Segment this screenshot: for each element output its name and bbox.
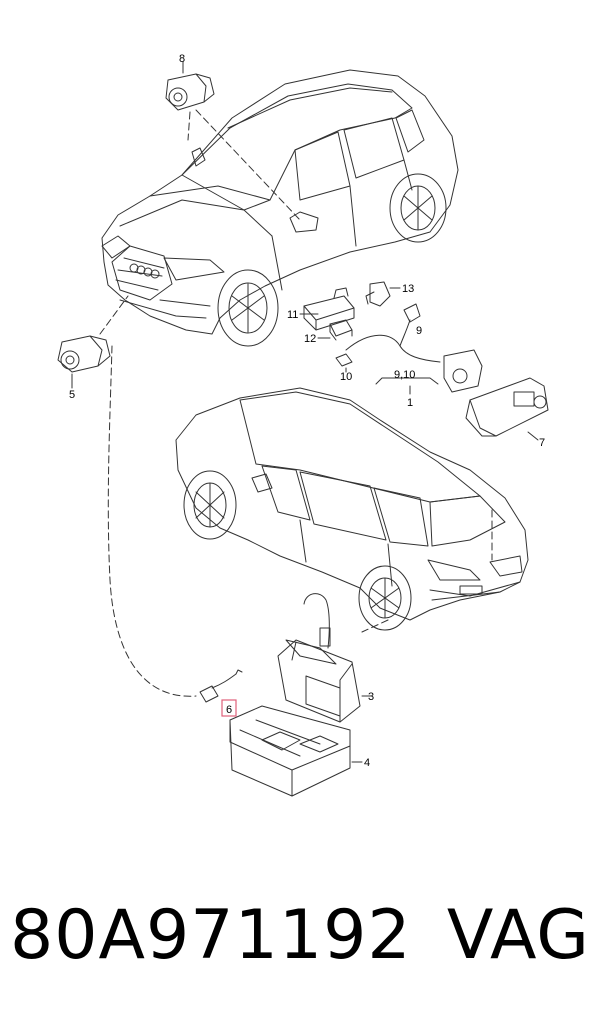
connector-6 xyxy=(199,669,243,703)
callout-11: 11 xyxy=(287,309,298,321)
brand-label: VAG xyxy=(446,895,590,975)
callout-5: 5 xyxy=(69,389,75,401)
part-number: 80A971192 xyxy=(10,895,412,975)
cable-harness xyxy=(335,303,441,395)
highlight-box xyxy=(221,699,237,717)
callout-9-10: 9,10 xyxy=(394,369,415,381)
dashed-leaders xyxy=(99,109,493,697)
callout-10: 10 xyxy=(340,371,352,383)
callout-labels: 8 5 11 12 13 9 10 9,10 1 7 3 6 4 xyxy=(69,53,545,769)
front-camera-part xyxy=(165,61,215,111)
rear-camera-part xyxy=(443,349,549,441)
parts-diagram: 8 5 11 12 13 9 10 9,10 1 7 3 6 4 xyxy=(57,53,549,797)
bracket-parts xyxy=(299,281,401,341)
bracket-box-4 xyxy=(229,705,363,797)
callout-7: 7 xyxy=(539,437,545,449)
callout-8: 8 xyxy=(179,53,185,65)
callout-13: 13 xyxy=(402,283,414,295)
callout-9: 9 xyxy=(416,325,422,337)
callout-6: 6 xyxy=(226,704,232,716)
car-rear-view xyxy=(175,387,529,631)
car-front-view xyxy=(101,69,459,347)
callout-4: 4 xyxy=(364,757,370,769)
part-number-caption: 80A971192 VAG xyxy=(10,880,590,990)
callout-3: 3 xyxy=(368,691,374,703)
side-camera-part xyxy=(57,335,111,389)
control-module-3 xyxy=(277,593,371,723)
callout-1: 1 xyxy=(407,397,413,409)
callout-12: 12 xyxy=(304,333,316,345)
